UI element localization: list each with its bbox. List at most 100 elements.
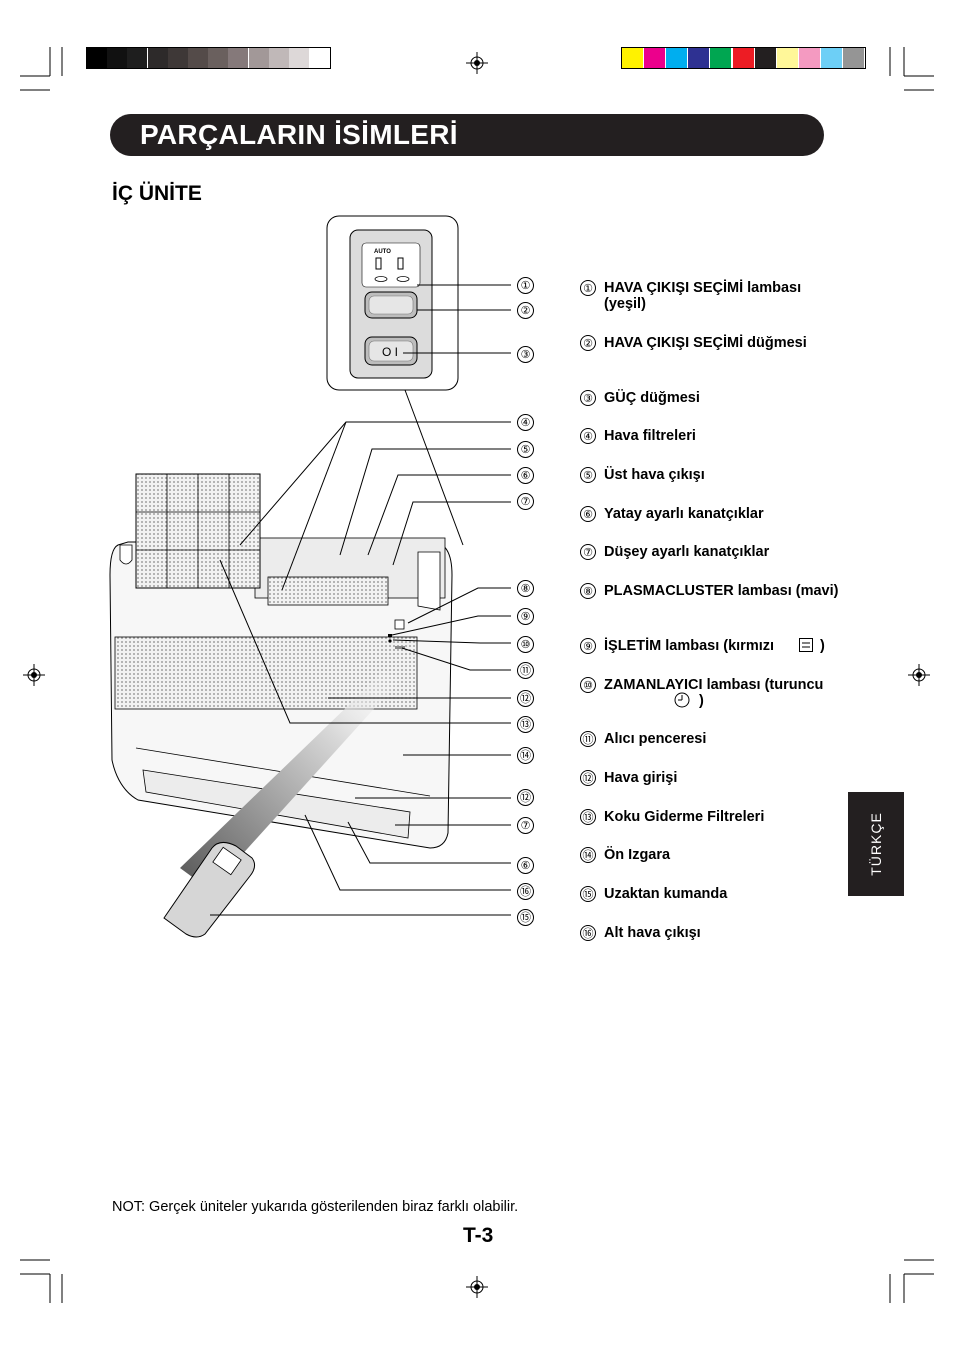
deodorizing-filters	[267, 576, 389, 606]
color-swatch	[820, 48, 842, 68]
power-button-label: O I	[382, 345, 398, 359]
legend-text: PLASMACLUSTER lambası (mavi)	[604, 583, 839, 599]
panel-auto-label: AUTO	[374, 249, 391, 255]
color-swatch	[732, 48, 754, 68]
registration-mark-bottom	[466, 1276, 488, 1298]
page-title: PARÇALARIN İSİMLERİ	[140, 119, 458, 150]
gray-swatch	[309, 48, 330, 68]
legend-text: Üst hava çıkışı	[604, 467, 705, 483]
legend-number: ⑧	[580, 583, 596, 599]
gray-swatch	[107, 48, 128, 68]
legend-text: Yatay ayarlı kanatçıklar	[604, 506, 764, 522]
legend-number: ②	[580, 335, 596, 351]
diagram-callout: ⑩	[517, 636, 534, 653]
gray-swatch	[208, 48, 229, 68]
operation-lamp	[388, 634, 392, 637]
legend-number: ⑭	[580, 847, 596, 863]
section-title: İÇ ÜNİTE	[112, 182, 202, 205]
diagram-callout: ⑪	[517, 662, 534, 679]
registration-mark-right	[908, 664, 930, 686]
remote-beam	[180, 670, 400, 890]
legend-number: ⑫	[580, 770, 596, 786]
legend-text: GÜÇ düğmesi	[604, 390, 700, 406]
legend-number: ⑪	[580, 731, 596, 747]
legend-text: Düşey ayarlı kanatçıklar	[604, 544, 770, 560]
receiver-window	[395, 646, 405, 649]
legend-text: Ön Izgara	[604, 847, 671, 863]
gray-swatch	[147, 48, 168, 68]
legend-number: ⑩	[580, 677, 596, 693]
color-swatch	[622, 48, 643, 68]
diagram-callout: ⑬	[517, 716, 534, 733]
language-tab-label: TÜRKÇE	[868, 812, 884, 876]
color-swatch	[666, 48, 688, 68]
diagram-callout: ⑦	[517, 817, 534, 834]
vane-icon-left	[375, 257, 382, 270]
legend-paren: )	[699, 693, 704, 709]
footer-note: NOT: Gerçek üniteler yukarıda gösterilen…	[112, 1199, 519, 1215]
registration-mark-left	[23, 664, 45, 686]
gray-swatch	[87, 48, 107, 68]
legend-text: Alt hava çıkışı	[604, 925, 701, 941]
legend-number: ⑨	[580, 638, 596, 654]
remote-control	[163, 842, 256, 938]
diagram-callout: ⑫	[517, 690, 534, 707]
legend-text: HAVA ÇIKIŞI SEÇİMİ düğmesi	[604, 335, 807, 351]
legend-number: ⑥	[580, 506, 596, 522]
gray-swatch	[268, 48, 289, 68]
page-number: T-3	[463, 1224, 494, 1247]
diagram-callout: ⑮	[517, 909, 534, 926]
legend-number: ⑮	[580, 886, 596, 902]
vane-icon-right	[397, 257, 404, 270]
diagram-callout: ⑤	[517, 441, 534, 458]
color-swatch	[710, 48, 732, 68]
gray-swatch	[127, 48, 148, 68]
legend-number: ⑤	[580, 467, 596, 483]
legend-number: ③	[580, 390, 596, 406]
color-swatch	[843, 48, 864, 68]
diagram-callout: ⑨	[517, 608, 534, 625]
language-tab: TÜRKÇE	[848, 792, 904, 896]
clock-icon	[674, 692, 690, 708]
diagram-callout: ③	[517, 346, 534, 363]
legend-number: ⑯	[580, 925, 596, 941]
legend-text: Koku Giderme Filtreleri	[604, 809, 765, 825]
legend-paren: )	[820, 638, 825, 654]
gray-swatch-bar	[86, 47, 331, 69]
diagram-callout: ①	[517, 277, 534, 294]
air-outlet-select-lamp-right	[396, 276, 410, 282]
gray-swatch	[289, 48, 309, 68]
legend-text: ZAMANLAYICI lambası (turuncu	[604, 677, 824, 693]
timer-lamp	[388, 639, 392, 643]
legend-number: ⑬	[580, 809, 596, 825]
diagram-callout: ⑭	[517, 747, 534, 764]
registration-mark-top	[466, 52, 488, 74]
color-swatch	[688, 48, 710, 68]
legend-text: İŞLETİM lambası (kırmızı	[604, 638, 775, 654]
color-swatch	[776, 48, 798, 68]
diagram-callout: ⑧	[517, 580, 534, 597]
legend-text: Hava girişi	[604, 770, 678, 786]
color-swatch	[754, 48, 776, 68]
gray-swatch	[228, 48, 249, 68]
diagram-callout: ⑥	[517, 467, 534, 484]
diagram-callout: ②	[517, 302, 534, 319]
gray-swatch	[248, 48, 269, 68]
gray-swatch	[167, 48, 188, 68]
diagram-callout: ⑥	[517, 857, 534, 874]
page-title-bar: PARÇALARIN İSİMLERİ	[110, 114, 824, 156]
diagram-callout: ④	[517, 414, 534, 431]
remote-display	[212, 846, 242, 876]
gray-swatch	[188, 48, 208, 68]
legend-text: Hava filtreleri	[604, 428, 696, 444]
legend-text: HAVA ÇIKIŞI SEÇİMİ lambası (yeşil)	[604, 280, 802, 312]
legend-number: ⑦	[580, 544, 596, 560]
air-outlet-select-lamp-left	[374, 276, 388, 282]
legend-number: ①	[580, 280, 596, 296]
color-swatch	[798, 48, 820, 68]
legend-number: ④	[580, 428, 596, 444]
plasmacluster-lamp	[394, 619, 405, 630]
diagram-callout: ⑯	[517, 883, 534, 900]
